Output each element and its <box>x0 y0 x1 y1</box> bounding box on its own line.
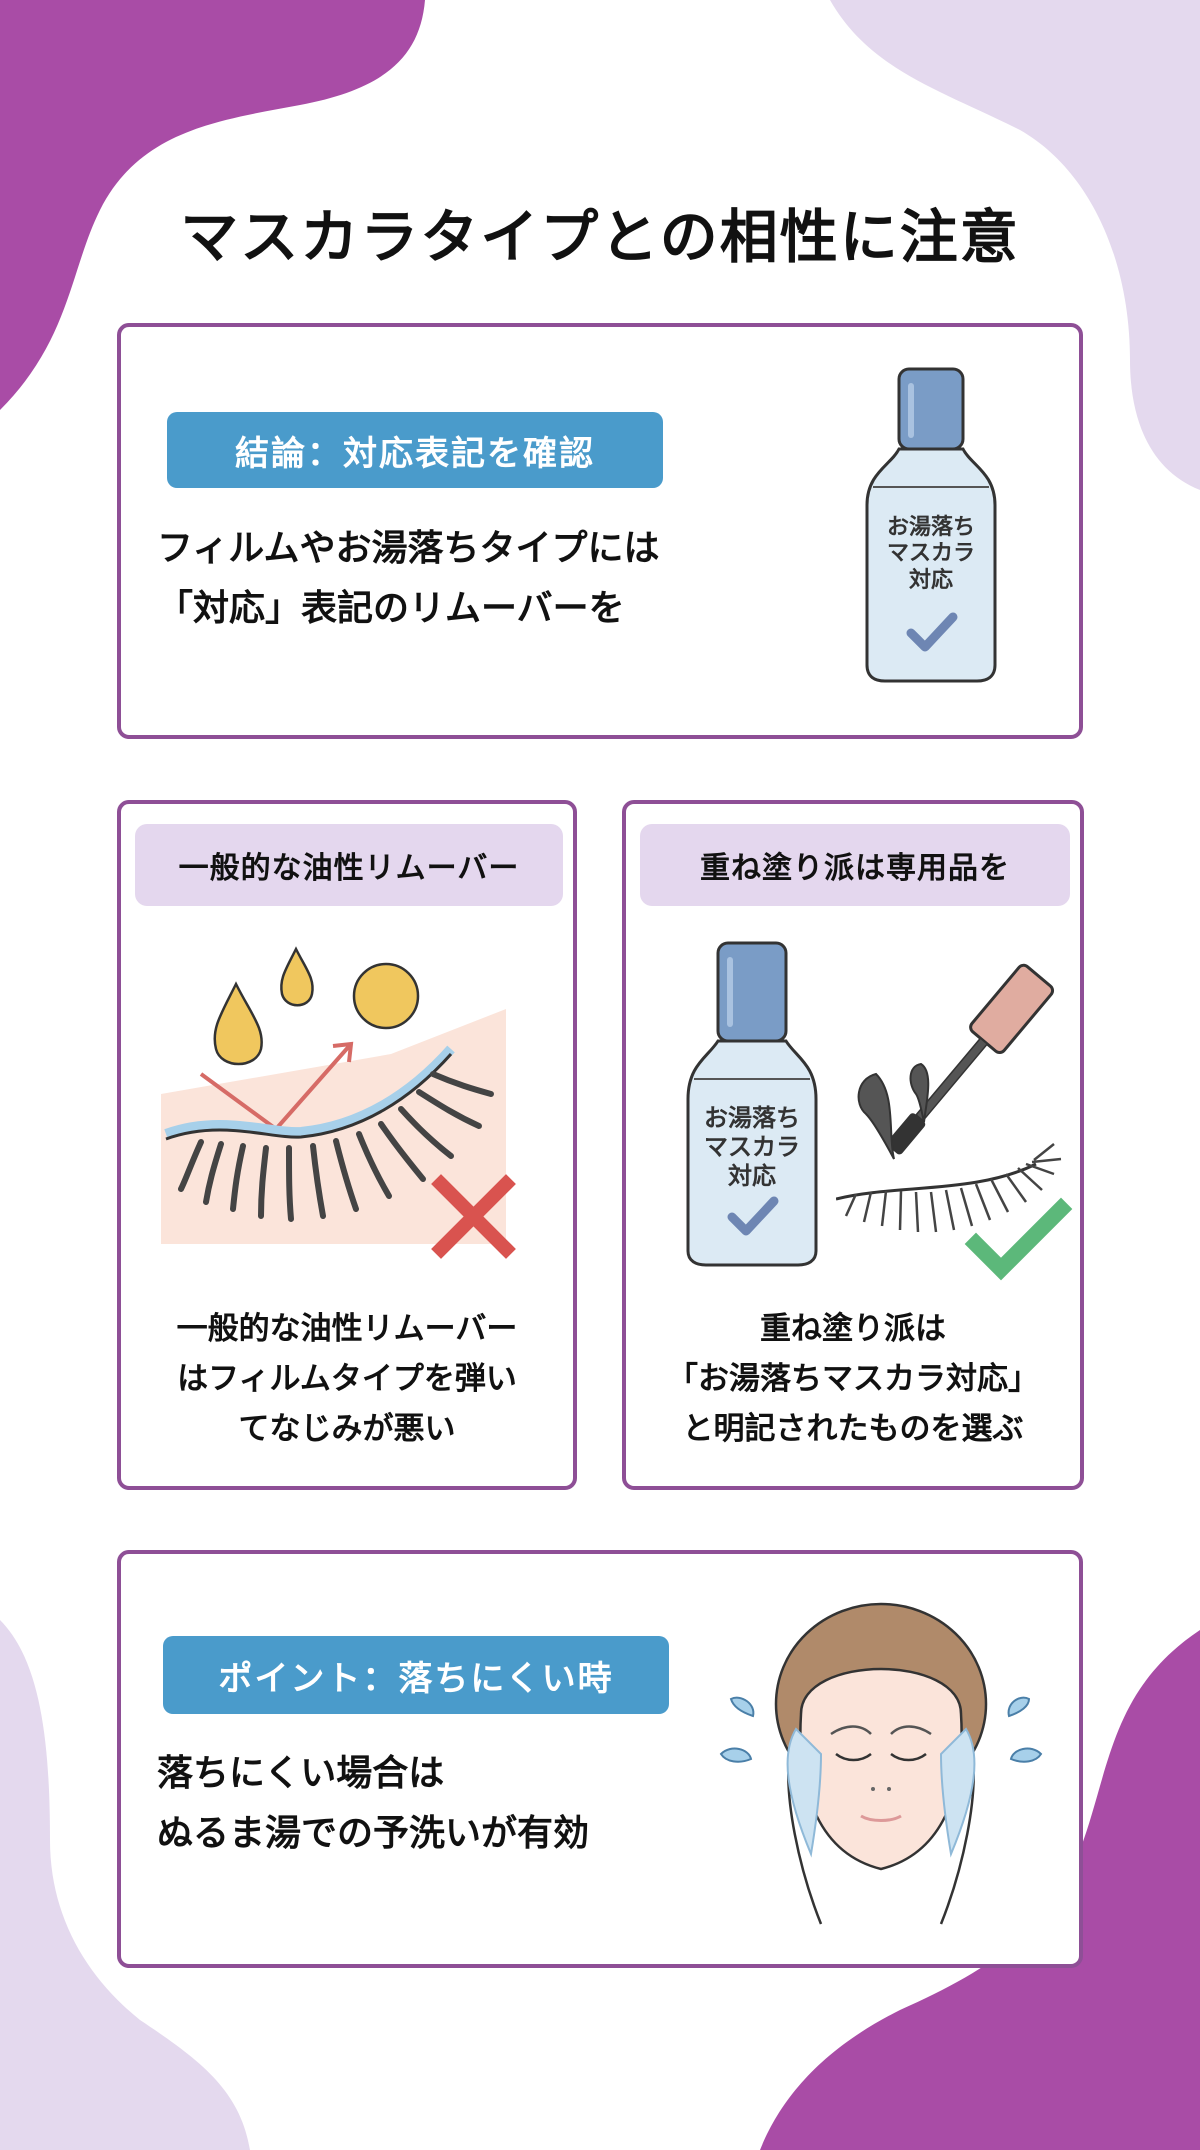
mascara-wand-icon <box>886 963 1055 1155</box>
oil-remover-text: 一般的な油性リムーバー はフィルムタイプを弾い てなじみが悪い <box>176 1311 518 1447</box>
point-pill: ポイント：落ちにくい時 <box>163 1636 669 1714</box>
layering-card: 重ね塗り派は専用品を お湯落ち マスカラ 対応 <box>622 800 1084 1490</box>
conclusion-pill: 結論：対応表記を確認 <box>167 412 663 488</box>
check-icon <box>964 1197 1073 1281</box>
oil-remover-pill: 一般的な油性リムーバー <box>135 824 563 906</box>
oil-repel-illustration <box>161 934 541 1264</box>
point-line-1: 落ちにくい場合は <box>157 1753 445 1794</box>
point-text: 落ちにくい場合は ぬるま湯での予洗いが有効 <box>157 1744 589 1864</box>
conclusion-line-1: フィルムやお湯落ちタイプには <box>157 528 660 569</box>
water-drop-icon <box>729 1696 755 1718</box>
oil-drop-icon <box>213 981 263 1066</box>
page-title: マスカラタイプとの相性に注意 <box>180 203 1020 271</box>
mascara-illustration <box>836 954 1076 1284</box>
background-blob-top-left <box>0 0 425 410</box>
face-washing-icon <box>711 1594 1051 1934</box>
bottle-label: お湯落ち マスカラ 対応 <box>704 1104 800 1190</box>
cross-icon <box>431 1174 516 1259</box>
oil-remover-card: 一般的な油性リムーバー <box>117 800 577 1490</box>
background-blob-top-right <box>830 0 1200 490</box>
background-blob-bottom-right <box>760 1630 1200 2150</box>
remover-bottle-icon: お湯落ち マスカラ 対応 <box>861 365 1001 685</box>
conclusion-card: 結論：対応表記を確認 フィルムやお湯落ちタイプには 「対応」表記のリムーバーを … <box>117 323 1083 739</box>
conclusion-line-2: 「対応」表記のリムーバーを <box>157 588 625 629</box>
eyelash-icon <box>836 1162 1037 1201</box>
layering-pill: 重ね塗り派は専用品を <box>640 824 1070 906</box>
remover-bottle-icon: お湯落ち マスカラ 対応 <box>684 939 820 1269</box>
conclusion-text: フィルムやお湯落ちタイプには 「対応」表記のリムーバーを <box>157 519 660 639</box>
eyelash-icon <box>164 1045 455 1139</box>
layering-text: 重ね塗り派は 「お湯落ちマスカラ対応」 と明記されたものを選ぶ <box>667 1311 1039 1447</box>
point-card: ポイント：落ちにくい時 落ちにくい場合は ぬるま湯での予洗いが有効 <box>117 1550 1083 1968</box>
bottle-label: お湯落ち マスカラ 対応 <box>886 515 975 593</box>
point-line-2: ぬるま湯での予洗いが有効 <box>157 1813 590 1854</box>
background-blob-bottom-left <box>0 1620 250 2150</box>
